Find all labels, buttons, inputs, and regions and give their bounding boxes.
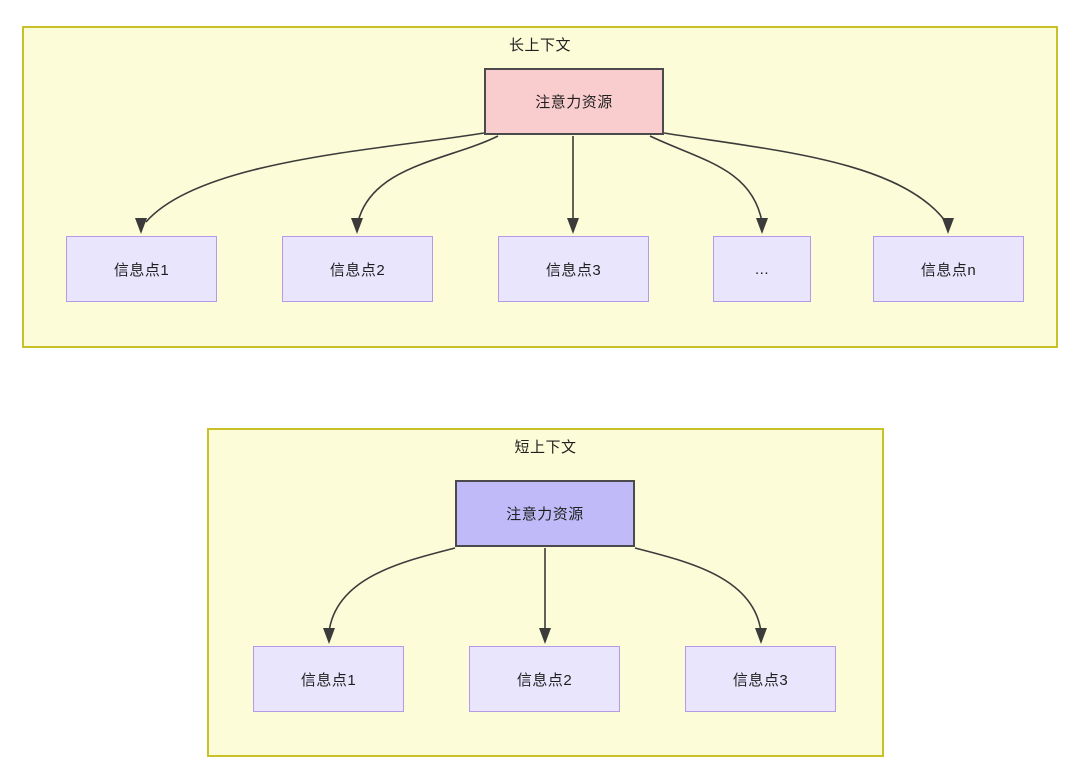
node-short-attention-resource[interactable]: 注意力资源 xyxy=(455,480,635,547)
panel-short-context-title: 短上下文 xyxy=(514,439,577,456)
panel-long-context-title: 长上下文 xyxy=(508,37,571,54)
node-long-info-ellipsis[interactable]: ... xyxy=(713,236,811,302)
node-short-info-3[interactable]: 信息点3 xyxy=(685,646,836,712)
node-short-info-1[interactable]: 信息点1 xyxy=(253,646,404,712)
node-long-attention-resource[interactable]: 注意力资源 xyxy=(484,68,664,135)
node-short-info-2[interactable]: 信息点2 xyxy=(469,646,620,712)
node-long-info-n[interactable]: 信息点n xyxy=(873,236,1024,302)
node-long-info-3[interactable]: 信息点3 xyxy=(498,236,649,302)
node-long-info-1[interactable]: 信息点1 xyxy=(66,236,217,302)
node-long-info-2[interactable]: 信息点2 xyxy=(282,236,433,302)
